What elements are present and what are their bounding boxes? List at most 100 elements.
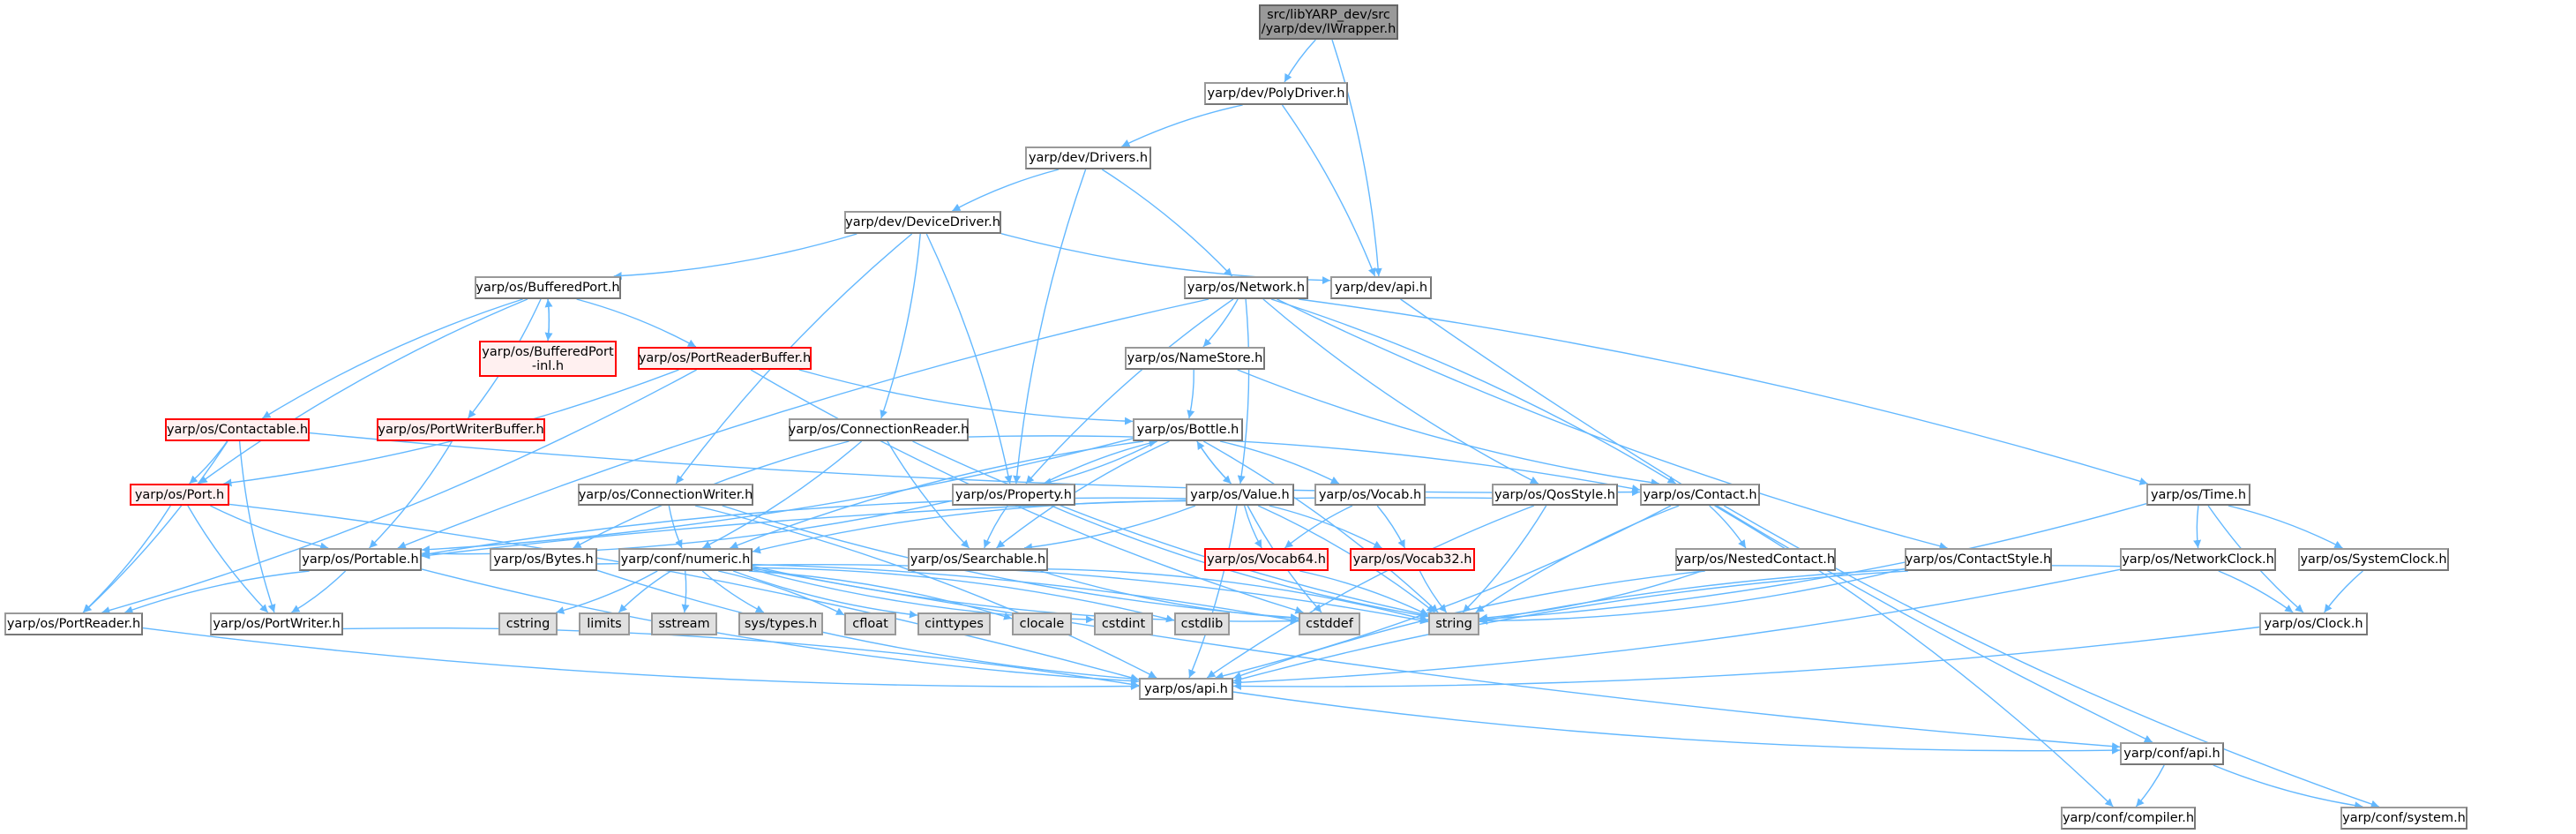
node-cfloat[interactable]: cfloat xyxy=(844,612,896,635)
node-property[interactable]: yarp/os/Property.h xyxy=(952,484,1075,506)
edge-portwriter-to-osapi xyxy=(342,627,1140,688)
node-bytes[interactable]: yarp/os/Bytes.h xyxy=(490,548,597,571)
node-cinttypes[interactable]: cinttypes xyxy=(917,612,991,635)
edge-networkclock-to-string xyxy=(1479,565,2121,625)
node-vocab64[interactable]: yarp/os/Vocab64.h xyxy=(1204,548,1329,571)
node-portable[interactable]: yarp/os/Portable.h xyxy=(299,548,422,571)
node-devapi[interactable]: yarp/dev/api.h xyxy=(1330,276,1432,299)
edge-port-to-portreader xyxy=(82,505,171,613)
node-connectionreader[interactable]: yarp/os/ConnectionReader.h xyxy=(789,418,969,441)
node-contactable[interactable]: yarp/os/Contactable.h xyxy=(165,418,310,441)
edge-contactable-to-port xyxy=(189,440,228,485)
node-value[interactable]: yarp/os/Value.h xyxy=(1186,484,1294,506)
edge-bufferedport-to-portreaderbuffer xyxy=(576,298,697,348)
edge-qosstyle-to-string xyxy=(1462,505,1547,613)
node-time[interactable]: yarp/os/Time.h xyxy=(2146,484,2250,506)
edge-numeric-to-cfloat xyxy=(718,570,845,616)
node-bufferedport[interactable]: yarp/os/BufferedPort.h xyxy=(475,276,621,299)
node-namestore[interactable]: yarp/os/NameStore.h xyxy=(1125,347,1265,370)
edge-numeric-to-sstream xyxy=(681,570,690,613)
node-contactstyle[interactable]: yarp/os/ContactStyle.h xyxy=(1905,548,2052,571)
edge-numeric-to-cstdlib xyxy=(752,567,1175,623)
node-bottle[interactable]: yarp/os/Bottle.h xyxy=(1133,418,1243,441)
node-portreader[interactable]: yarp/os/PortReader.h xyxy=(4,612,143,635)
edge-value-to-bottle xyxy=(1196,440,1232,485)
node-sstream[interactable]: sstream xyxy=(651,612,717,635)
node-searchable[interactable]: yarp/os/Searchable.h xyxy=(908,548,1048,571)
edge-confapi-to-system xyxy=(2213,764,2363,810)
edge-value-to-portable xyxy=(421,497,1187,558)
edge-numeric-to-string xyxy=(752,563,1429,625)
node-system[interactable]: yarp/conf/system.h xyxy=(2340,807,2467,830)
edge-portreader-to-osapi xyxy=(142,627,1140,691)
edge-bottle-to-searchable xyxy=(996,440,1170,549)
node-cstdint[interactable]: cstdint xyxy=(1094,612,1153,635)
edge-network-to-portable xyxy=(397,298,1209,549)
node-contact[interactable]: yarp/os/Contact.h xyxy=(1640,484,1760,506)
node-bufferedportinl[interactable]: yarp/os/BufferedPort -inl.h xyxy=(479,341,617,377)
node-port[interactable]: yarp/os/Port.h xyxy=(130,484,229,506)
node-portwriter[interactable]: yarp/os/PortWriter.h xyxy=(210,612,343,635)
node-portreaderbuffer[interactable]: yarp/os/PortReaderBuffer.h xyxy=(638,347,812,370)
edge-network-to-contactstyle xyxy=(1277,298,1948,551)
node-compiler[interactable]: yarp/conf/compiler.h xyxy=(2061,807,2196,830)
node-cstdlib[interactable]: cstdlib xyxy=(1174,612,1230,635)
node-drivers[interactable]: yarp/dev/Drivers.h xyxy=(1025,147,1151,169)
edge-nestedcontact-to-osapi xyxy=(1232,570,1705,680)
node-portwriterbuffer[interactable]: yarp/os/PortWriterBuffer.h xyxy=(377,418,545,441)
node-vocab[interactable]: yarp/os/Vocab.h xyxy=(1314,484,1426,506)
edge-polydriver-to-drivers xyxy=(1121,104,1243,147)
edge-connectionreader-to-contact xyxy=(968,435,1641,492)
node-numeric[interactable]: yarp/conf/numeric.h xyxy=(618,548,753,571)
node-connectionwriter[interactable]: yarp/os/ConnectionWriter.h xyxy=(578,484,753,506)
edge-bufferedport-to-contactable xyxy=(262,298,523,419)
edge-vocab-to-vocab64 xyxy=(1284,505,1353,549)
edge-property-to-bottle xyxy=(1043,439,1157,485)
edge-drivers-to-property xyxy=(1013,169,1087,485)
node-confapi[interactable]: yarp/conf/api.h xyxy=(2120,742,2224,765)
edge-portwriterbuffer-to-portable xyxy=(369,440,453,549)
node-cstring[interactable]: cstring xyxy=(498,612,558,635)
node-iwrapper[interactable]: src/libYARP_dev/src /yarp/dev/IWrapper.h xyxy=(1259,4,1398,40)
node-qosstyle[interactable]: yarp/os/QosStyle.h xyxy=(1492,484,1618,506)
edge-systemclock-to-clock xyxy=(2324,570,2363,613)
node-osapi[interactable]: yarp/os/api.h xyxy=(1139,678,1233,700)
edge-namestore-to-contact xyxy=(1237,369,1659,487)
edge-network-to-value xyxy=(1237,298,1250,485)
edge-network-to-namestore xyxy=(1202,298,1239,348)
edge-time-to-systemclock xyxy=(2228,505,2343,549)
node-systypes[interactable]: sys/types.h xyxy=(738,612,823,635)
edge-vocab-to-vocab32 xyxy=(1376,505,1406,549)
edge-connectionreader-to-string xyxy=(912,440,1429,618)
node-clocale[interactable]: clocale xyxy=(1012,612,1072,635)
node-network[interactable]: yarp/os/Network.h xyxy=(1184,276,1308,299)
edge-time-to-networkclock xyxy=(2193,505,2202,549)
node-vocab32[interactable]: yarp/os/Vocab32.h xyxy=(1350,548,1475,571)
node-limits[interactable]: limits xyxy=(579,612,630,635)
edge-port-to-portable xyxy=(210,505,329,551)
edge-iwrapper-to-polydriver xyxy=(1284,39,1316,83)
edge-numeric-to-limits xyxy=(618,570,671,613)
edge-network-to-contact xyxy=(1270,298,1676,485)
edge-portable-to-portwriter xyxy=(291,570,347,613)
node-networkclock[interactable]: yarp/os/NetworkClock.h xyxy=(2120,548,2276,571)
edge-bottle-to-string xyxy=(1202,440,1439,613)
node-devicedriver[interactable]: yarp/dev/DeviceDriver.h xyxy=(844,211,1001,234)
edge-contactstyle-to-osapi xyxy=(1232,570,1908,683)
node-systemclock[interactable]: yarp/os/SystemClock.h xyxy=(2298,548,2449,571)
edge-drivers-to-devicedriver xyxy=(952,169,1060,212)
node-clock[interactable]: yarp/os/Clock.h xyxy=(2259,612,2368,635)
edge-portreaderbuffer-to-bottle xyxy=(798,369,1134,425)
edge-value-to-searchable xyxy=(1023,505,1196,552)
edge-bottle-to-property xyxy=(1043,440,1157,486)
node-string[interactable]: string xyxy=(1428,612,1479,635)
edge-time-to-string xyxy=(1479,503,2147,623)
node-polydriver[interactable]: yarp/dev/PolyDriver.h xyxy=(1204,82,1348,105)
edge-portable-to-portreader xyxy=(124,570,310,614)
edge-devicedriver-to-connectionreader xyxy=(880,233,921,419)
node-cstddef[interactable]: cstddef xyxy=(1299,612,1360,635)
node-nestedcontact[interactable]: yarp/os/NestedContact.h xyxy=(1675,548,1836,571)
edge-value-to-string xyxy=(1257,505,1435,613)
edge-numeric-to-cinttypes xyxy=(732,570,918,619)
